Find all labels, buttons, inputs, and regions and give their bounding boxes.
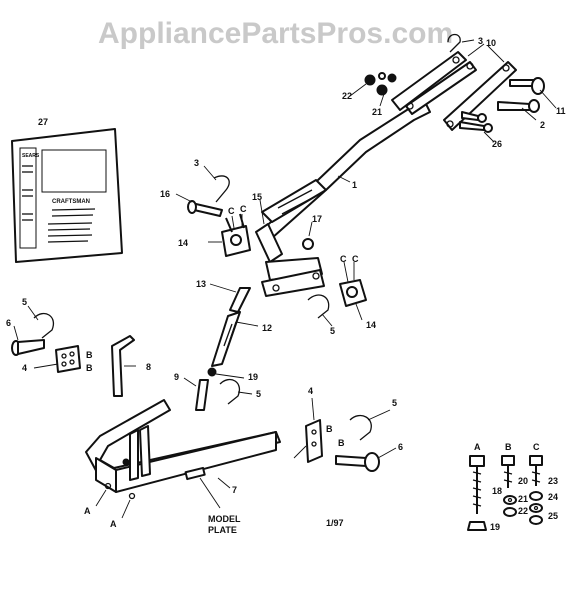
callout-3-mid: 3 — [194, 158, 199, 168]
callout-C4: C — [352, 254, 359, 264]
pin-9 — [195, 379, 209, 411]
callout-14-right: 14 — [366, 320, 376, 330]
hairpin-clip-5-lower — [219, 379, 241, 405]
left-bracket-14 — [221, 213, 251, 257]
callout-3-top: 3 — [478, 36, 483, 46]
callout-5-right: 5 — [392, 398, 397, 408]
callout-21-low: 21 — [518, 494, 528, 504]
callout-15: 15 — [252, 192, 262, 202]
hairpin-clip-5-mid — [307, 294, 330, 319]
bolt-C — [529, 455, 543, 486]
watermark: AppliancePartsPros.com — [98, 17, 453, 50]
lift-arm — [261, 101, 431, 239]
spacer-17 — [302, 238, 314, 250]
callout-13: 13 — [196, 279, 206, 289]
callout-1: 1 — [352, 180, 357, 190]
callout-19-mid: 19 — [248, 372, 258, 382]
callout-B3: B — [326, 424, 333, 434]
manual-product: CRAFTSMAN — [52, 199, 90, 205]
callout-27: 27 — [38, 117, 48, 127]
callout-16: 16 — [160, 189, 170, 199]
callout-20: 20 — [518, 476, 528, 486]
right-bracket-14 — [339, 279, 367, 307]
leader-lines — [13, 39, 557, 519]
bolt-B — [501, 455, 515, 488]
callout-C1: C — [228, 206, 235, 216]
callout-12: 12 — [262, 323, 272, 333]
footer-code: 1/97 — [326, 518, 344, 528]
rod-13 — [229, 287, 251, 313]
hairpin-clip-5-left — [33, 313, 55, 339]
callout-25: 25 — [548, 511, 558, 521]
hairpin-clip-5-right — [349, 415, 372, 441]
callout-B2: B — [86, 363, 93, 373]
callout-18: 18 — [492, 486, 502, 496]
callout-5-lower: 5 — [256, 389, 261, 399]
callout-7: 7 — [232, 485, 237, 495]
callout-labels: 3 10 22 21 11 2 26 1 27 3 16 15 17 14 13… — [6, 36, 566, 532]
pin-6-right — [335, 452, 380, 472]
callout-C2: C — [240, 204, 247, 214]
c-leaders — [231, 214, 355, 283]
callout-4-right: 4 — [308, 386, 313, 396]
callout-23: 23 — [548, 476, 558, 486]
handle-8 — [111, 335, 135, 397]
lever-15 — [255, 223, 325, 297]
callout-C3: C — [340, 254, 347, 264]
callout-17: 17 — [312, 214, 322, 224]
callout-8: 8 — [146, 362, 151, 372]
callout-B4: B — [338, 438, 345, 448]
callout-14-left: 14 — [178, 238, 188, 248]
washers-nuts — [503, 491, 543, 525]
hairpin-clip-3 — [213, 175, 230, 203]
model-plate-label-2: PLATE — [208, 525, 237, 535]
plate-4-right — [305, 419, 323, 463]
callout-A1: A — [84, 506, 91, 516]
callout-A3: A — [474, 442, 481, 452]
model-plate-label-1: MODEL — [208, 514, 241, 524]
callout-24: 24 — [548, 492, 558, 502]
pin-16 — [187, 200, 223, 217]
callout-10: 10 — [486, 38, 496, 48]
callout-9: 9 — [174, 372, 179, 382]
callout-11: 11 — [556, 106, 566, 116]
callout-4-left: 4 — [22, 363, 27, 373]
plate-4-left — [55, 345, 81, 373]
callout-19-low: 19 — [490, 522, 500, 532]
callout-5-mid: 5 — [330, 326, 335, 336]
owners-manual-card: SEARS CRAFTSMAN — [11, 128, 123, 263]
callout-22-low: 22 — [518, 506, 528, 516]
callout-5-left: 5 — [22, 297, 27, 307]
nuts-upper — [364, 72, 397, 96]
nuts-19-mid — [207, 367, 217, 377]
callout-2: 2 — [540, 120, 545, 130]
callout-6-right: 6 — [398, 442, 403, 452]
callout-B5: B — [505, 442, 512, 452]
pin-6-left — [11, 339, 45, 356]
callout-6-left: 6 — [6, 318, 11, 328]
hitch-frame-7 — [85, 399, 281, 500]
callout-21-top: 21 — [372, 107, 382, 117]
manual-brand: SEARS — [22, 153, 40, 159]
callout-C5: C — [533, 442, 540, 452]
bolt-A — [467, 455, 487, 531]
callout-B1: B — [86, 350, 93, 360]
callout-26: 26 — [492, 139, 502, 149]
turnbuckle-12 — [211, 311, 241, 367]
hairpin-clip-top — [447, 33, 461, 53]
callout-22-top: 22 — [342, 91, 352, 101]
callout-A2: A — [110, 519, 117, 529]
